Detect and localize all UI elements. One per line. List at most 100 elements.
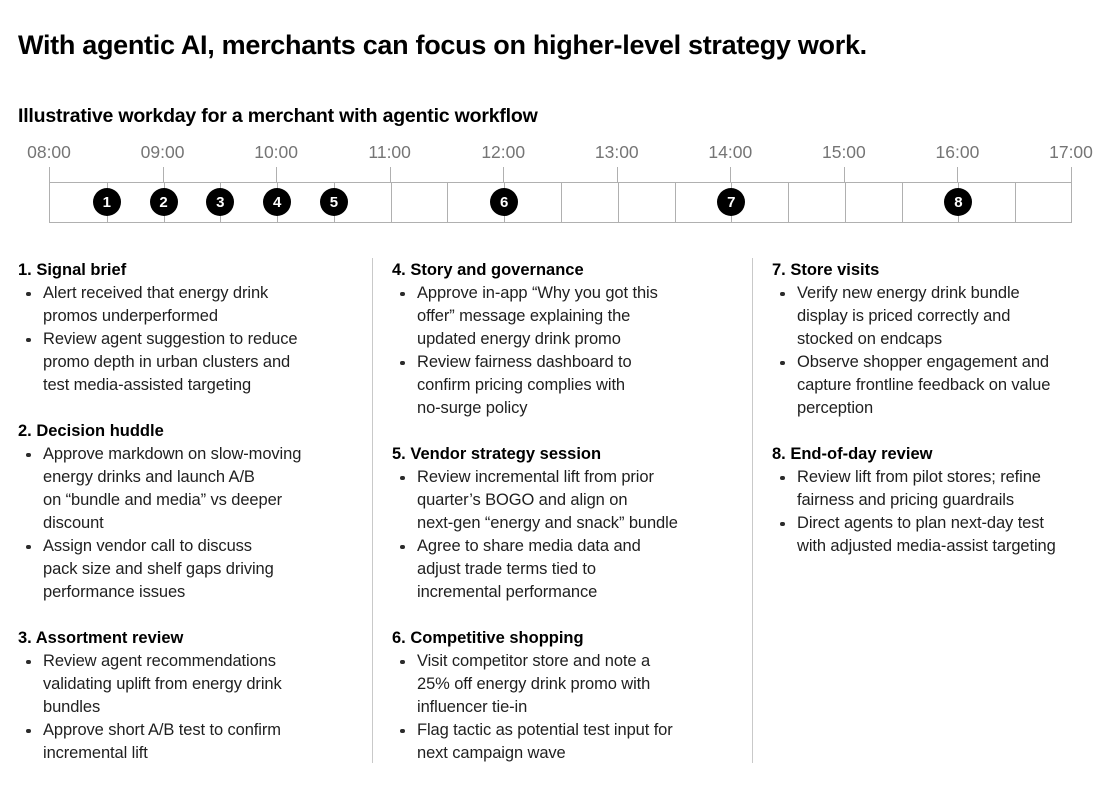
section-heading: 7. Store visits [772,261,880,279]
hour-tick [49,167,50,182]
bullet-text: Review fairness dashboard to confirm pri… [417,353,632,417]
timeline-marker-6: 6 [490,188,519,216]
halfhour-divider [1015,183,1017,222]
bullet-item: Observe shopper engagement and capture f… [772,351,1110,420]
bullet-text: Review incremental lift from prior quart… [417,468,678,532]
bullet-icon [780,291,785,296]
hour-label: 09:00 [140,142,185,162]
halfhour-divider [788,183,790,222]
hour-tick [843,167,845,182]
timeline-marker-8: 8 [944,188,973,216]
bullet-text: Assign vendor call to discuss pack size … [43,537,274,601]
bullet-item: Approve short A/B test to confirm increm… [18,719,363,765]
bullet-text: Agree to share media data and adjust tra… [417,537,641,601]
bullet-item: Approve in-app “Why you got this offer” … [392,282,742,351]
hour-tick [1071,167,1072,182]
bullet-item: Visit competitor store and note a 25% of… [392,650,742,719]
bullet-item: Review incremental lift from prior quart… [392,466,742,535]
bullet-icon [780,360,785,365]
halfhour-divider [674,183,676,222]
bullet-item: Agree to share media data and adjust tra… [392,535,742,604]
section-heading: 8. End-of-day review [772,445,933,463]
hour-label: 15:00 [821,142,866,162]
bullet-text: Direct agents to plan next-day test with… [797,514,1056,555]
halfhour-divider [561,183,562,222]
bullet-item: Assign vendor call to discuss pack size … [18,535,363,604]
halfhour-divider [447,183,449,222]
bullet-item: Review fairness dashboard to confirm pri… [392,351,742,420]
hour-label: 12:00 [481,142,526,162]
timeline-marker-7: 7 [717,188,746,216]
timeline-marker-3: 3 [206,188,235,216]
bullet-text: Review agent suggestion to reduce promo … [43,330,298,394]
bullet-icon [780,521,785,526]
hour-tick [957,167,959,182]
bullet-icon [780,475,785,480]
bullet-item: Approve markdown on slow-moving energy d… [18,443,363,535]
hour-tick [616,167,618,182]
timeline-marker-5: 5 [319,188,348,216]
bullet-text: Review agent recommendations validating … [43,652,282,716]
hour-label: 11:00 [368,142,411,162]
section-heading: 4. Story and governance [392,261,584,279]
hour-tick [276,167,278,182]
bullet-text: Approve markdown on slow-moving energy d… [43,445,302,532]
bullet-item: Review lift from pilot stores; refine fa… [772,466,1110,512]
bullet-icon [400,291,405,296]
hour-tick [389,167,391,182]
bullet-text: Verify new energy drink bundle display i… [797,284,1020,348]
bullet-item: Alert received that energy drink promos … [18,282,363,328]
hour-label: 14:00 [708,142,753,162]
bullet-text: Flag tactic as potential test input for … [417,721,673,762]
bullet-icon [400,728,405,733]
bullet-text: Alert received that energy drink promos … [43,284,269,325]
bullet-icon [26,544,31,549]
hour-tick [730,167,732,182]
bullet-text: Approve in-app “Why you got this offer” … [417,284,658,348]
bullet-icon [26,659,31,664]
bullet-item: Review agent recommendations validating … [18,650,363,719]
bullet-icon [26,337,31,342]
hour-label: 17:00 [1049,142,1093,162]
section-heading: 6. Competitive shopping [392,629,584,647]
bullet-icon [400,360,405,365]
bullet-icon [26,728,31,733]
hour-label: 10:00 [254,142,299,162]
halfhour-divider [901,183,903,222]
hour-tick [162,167,164,182]
hour-label: 13:00 [594,142,639,162]
bullet-icon [26,452,31,457]
halfhour-divider [390,183,392,222]
bullet-item: Direct agents to plan next-day test with… [772,512,1110,558]
bullet-item: Review agent suggestion to reduce promo … [18,328,363,397]
section-heading: 5. Vendor strategy session [392,445,602,463]
bullet-text: Visit competitor store and note a 25% of… [417,652,651,716]
page-title: With agentic AI, merchants can focus on … [18,30,867,61]
bullet-icon [400,475,405,480]
halfhour-divider [617,183,619,222]
bullet-text: Approve short A/B test to confirm increm… [43,721,281,762]
halfhour-divider [844,183,846,222]
hour-label: 16:00 [935,142,980,162]
bullet-icon [400,544,405,549]
bullet-text: Review lift from pilot stores; refine fa… [797,468,1041,509]
timeline-marker-2: 2 [149,188,178,216]
page-subtitle: Illustrative workday for a merchant with… [18,105,538,128]
bullet-icon [400,659,405,664]
section-heading: 2. Decision huddle [18,422,164,440]
column-divider [372,258,373,763]
bullet-item: Flag tactic as potential test input for … [392,719,742,765]
section-heading: 3. Assortment review [18,629,184,647]
